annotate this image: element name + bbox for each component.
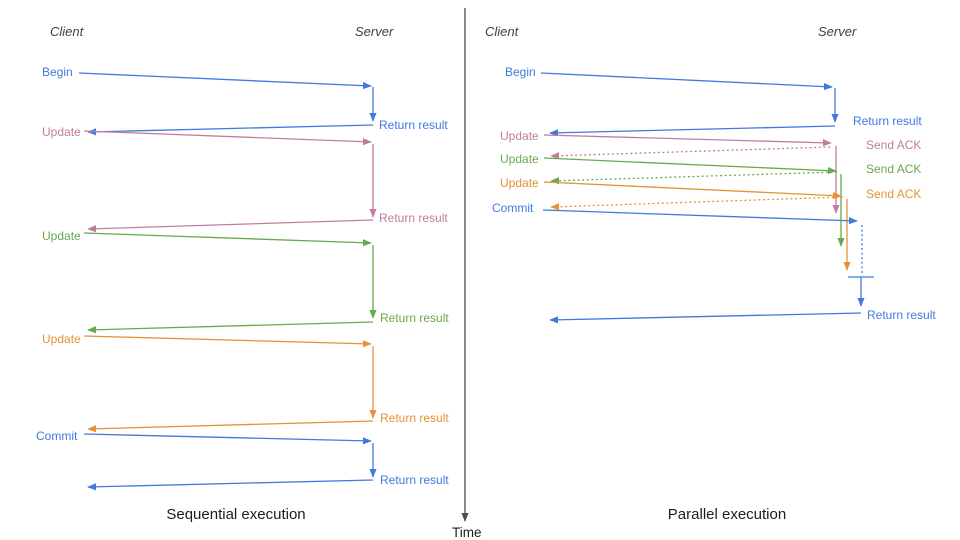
- sequential-label-return-result-5: Return result: [380, 311, 449, 325]
- sequential-label-update-6: Update: [42, 332, 81, 346]
- parallel-label-begin-0: Begin: [505, 65, 536, 79]
- parallel-update3-ack-line: [550, 196, 844, 211]
- parallel-label-send-ack-7: Send ACK: [866, 187, 921, 201]
- parallel-commit-return-line: [549, 312, 862, 324]
- parallel-begin-request-line: [540, 72, 833, 91]
- sequential-begin-request-line: [78, 72, 372, 90]
- sequential-update2-request-line: [83, 232, 372, 247]
- parallel-label-send-ack-3: Send ACK: [866, 138, 921, 152]
- sequential-label-return-result-1: Return result: [379, 118, 448, 132]
- parallel-header-server: Server: [818, 24, 857, 39]
- parallel-label-update-6: Update: [500, 176, 539, 190]
- sequential-label-commit-8: Commit: [36, 429, 78, 443]
- parallel-label-update-2: Update: [500, 129, 539, 143]
- sequential-commit-request-line: [83, 433, 372, 445]
- parallel-update2-request-line: [543, 157, 837, 175]
- sequential-update1-request-line: [83, 130, 372, 146]
- sequential-update2-return-line: [87, 321, 374, 334]
- sequential-update1-return-line: [87, 219, 374, 233]
- sequential-begin-return-line: [87, 124, 374, 136]
- parallel-label-commit-8: Commit: [492, 201, 534, 215]
- sequential-label-return-result-3: Return result: [379, 211, 448, 225]
- time-axis-label: Time: [452, 525, 482, 540]
- parallel-header-client: Client: [485, 24, 520, 39]
- sequential-label-return-result-9: Return result: [380, 473, 449, 487]
- parallel-label-send-ack-5: Send ACK: [866, 162, 921, 176]
- sequential-update3-request-line: [83, 335, 372, 348]
- parallel-label-update-4: Update: [500, 152, 539, 166]
- sequential-label-return-result-7: Return result: [380, 411, 449, 425]
- sequential-label-begin-0: Begin: [42, 65, 73, 79]
- parallel-update1-ack-line: [550, 146, 831, 160]
- parallel-commit-request-line: [542, 209, 858, 225]
- parallel-update2-ack-line: [550, 171, 838, 185]
- parallel-update3-request-line: [543, 181, 842, 200]
- sequential-update3-return-line: [87, 420, 374, 433]
- sequential-label-update-4: Update: [42, 229, 81, 243]
- sequential-header-server: Server: [355, 24, 394, 39]
- sequential-header-client: Client: [50, 24, 85, 39]
- parallel-label-return-result-9: Return result: [867, 308, 936, 322]
- parallel-update1-request-line: [543, 134, 832, 147]
- sequential-caption: Sequential execution: [166, 506, 305, 523]
- sequential-commit-return-line: [87, 479, 374, 491]
- sequential-label-update-2: Update: [42, 125, 81, 139]
- parallel-begin-return-line: [549, 125, 836, 137]
- parallel-caption: Parallel execution: [668, 506, 786, 523]
- parallel-label-return-result-1: Return result: [853, 114, 922, 128]
